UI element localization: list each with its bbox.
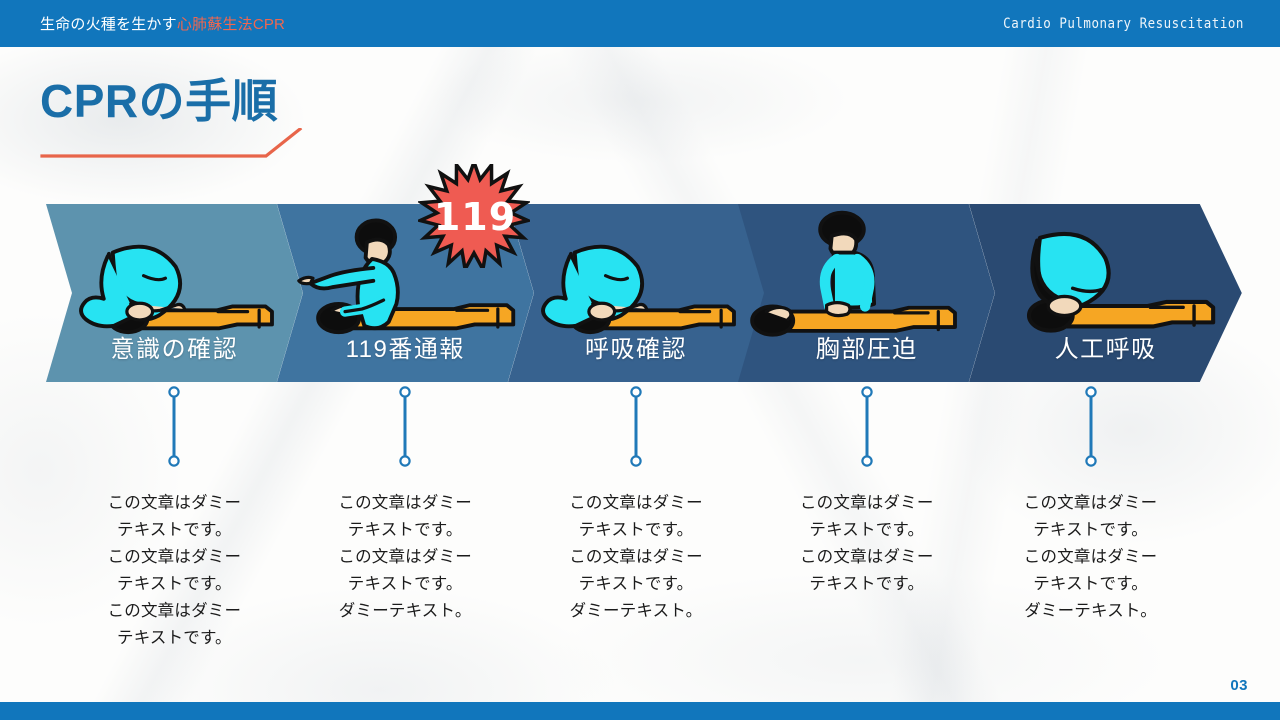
cpr-step-5[interactable]: 人工呼吸 [969,204,1242,382]
title-underline-decoration [40,128,303,158]
cpr-step-2[interactable]: 119番通報 [276,204,534,382]
step-connector-line [1084,386,1098,468]
cpr-step-4[interactable]: 胸部圧迫 [738,204,996,382]
person-rescue-breathing-icon [969,204,1242,336]
step-description-line: テキストです。 [347,575,463,593]
step-description-line: テキストです。 [1033,521,1148,539]
header-subtitle: Cardio Pulmonary Resuscitation [1003,15,1244,32]
step-description-line: この文章はダミー [799,494,934,512]
step-description-line: テキストです。 [117,521,232,539]
page-title: CPRの手順 [40,75,279,127]
step-description-line: この文章はダミー [799,548,934,566]
step-connector-line [629,386,643,468]
cpr-step-label: 人工呼吸 [1054,336,1157,363]
step-description-line: テキストです。 [578,575,694,593]
step-description-line: テキストです。 [117,575,232,593]
step-description-line: テキストです。 [117,629,232,647]
step-description-text: この文章はダミーテキストです。この文章はダミーテキストです。この文章はダミーテキ… [64,490,284,652]
step-description-line: この文章はダミー [107,548,242,566]
cpr-step-label: 119番通報 [345,336,465,363]
step-description-line: テキストです。 [809,575,925,593]
step-description-line: この文章はダミー [338,494,472,512]
svg-text:119: 119 [434,195,516,239]
step-description-line: ダミーテキスト。 [569,602,703,620]
step-description-line: この文章はダミー [569,494,703,512]
person-chest-compression-icon [738,204,995,337]
step-description-line: テキストです。 [1033,575,1148,593]
cpr-step-3[interactable]: 呼吸確認 [507,204,765,382]
cpr-step-label: 胸部圧迫 [815,336,918,363]
step-description-line: ダミーテキスト。 [1024,602,1157,620]
emergency-number-badge: 119 [414,156,534,275]
cpr-step-1[interactable]: 意識の確認 [46,204,303,382]
step-connector-line [167,386,181,468]
person-checking-consciousness-icon [46,204,303,336]
step-description-text: この文章はダミーテキストです。この文章はダミーテキストです。 [757,490,977,598]
step-connector-line [860,386,874,468]
step-description-line: この文章はダミー [569,548,703,566]
step-description-text: この文章はダミーテキストです。この文章はダミーテキストです。ダミーテキスト。 [981,490,1201,625]
cpr-step-label: 呼吸確認 [584,336,687,363]
cpr-step-ribbon: 意識の確認 119番通報 呼吸確認 胸部 [46,204,1242,382]
header-title: 生命の火種を生かす心肺蘇生法CPR [40,13,285,34]
step-connector-line [398,386,412,468]
header-title-plain: 生命の火種を生かす [40,16,177,33]
header-bar: 生命の火種を生かす心肺蘇生法CPR Cardio Pulmonary Resus… [0,0,1280,47]
step-description-line: この文章はダミー [107,494,242,512]
page-number: 03 [1230,677,1248,694]
header-title-accent: 心肺蘇生法CPR [176,16,286,33]
step-description-line: テキストです。 [578,521,694,539]
step-description-text: この文章はダミーテキストです。この文章はダミーテキストです。ダミーテキスト。 [526,490,746,625]
step-description-line: ダミーテキスト。 [338,602,472,620]
step-description-text: この文章はダミーテキストです。この文章はダミーテキストです。ダミーテキスト。 [295,490,515,625]
step-description-line: この文章はダミー [338,548,472,566]
step-description-line: この文章はダミー [1023,548,1158,566]
step-description-line: テキストです。 [347,521,463,539]
person-checking-breathing-icon [508,204,765,336]
footer-bar [0,702,1280,720]
step-description-line: テキストです。 [809,521,925,539]
step-description-line: この文章はダミー [107,602,242,620]
step-description-line: この文章はダミー [1023,494,1158,512]
cpr-step-label: 意識の確認 [110,336,239,363]
